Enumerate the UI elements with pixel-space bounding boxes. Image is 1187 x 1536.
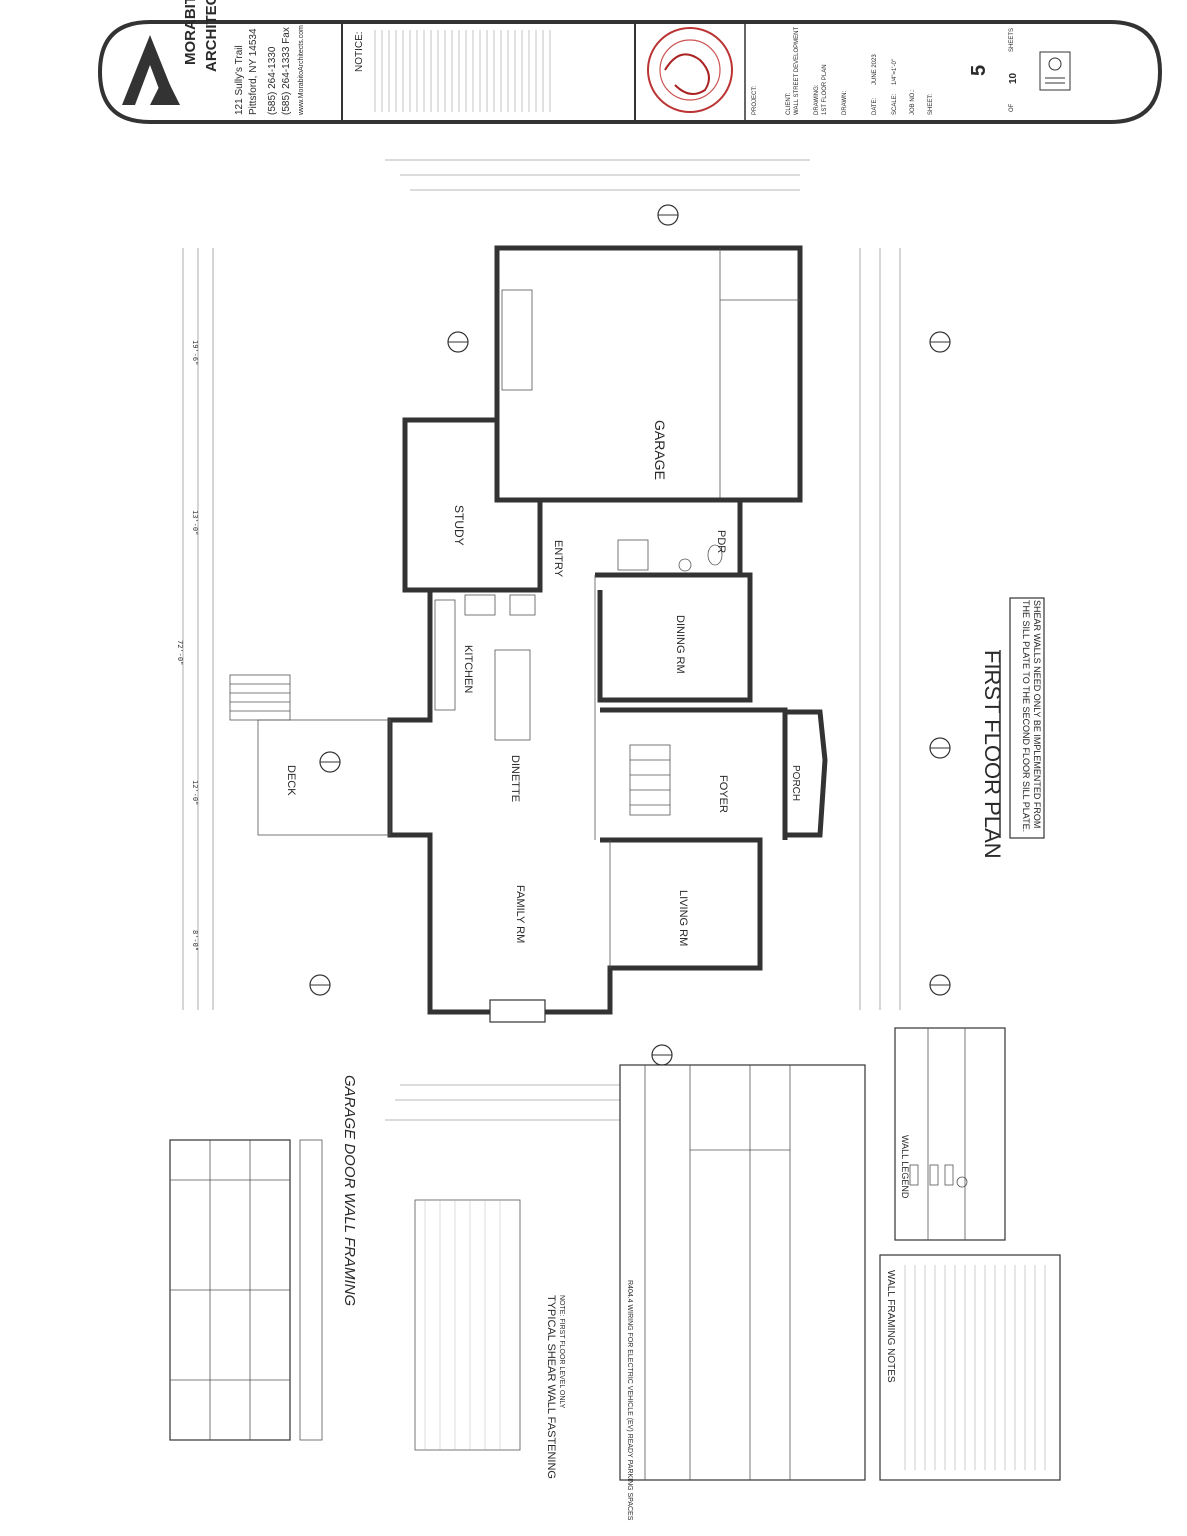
room-label-family: FAMILY RM [514,885,526,943]
garage-walls [494,245,803,503]
sheet-number: 5 [968,65,990,76]
dimension-label: 13'-0" [191,510,199,535]
deck-stairs [229,674,291,721]
room-label-dining: DINING RM [674,615,686,674]
shear-wall-title: TYPICAL SHEAR WALL FASTENING [545,1295,557,1479]
date-value: JUNE 2023 [872,54,878,85]
website-link: www.MorabitoArchitects.com [298,25,305,116]
overall-dimension: 72'-0" [176,640,184,665]
date-label: DATE: [872,97,878,115]
wall-legend-title: WALL LEGEND [900,1135,910,1199]
floor-plan-walls [229,245,828,1023]
room-labels: GARAGE STUDY ENTRY PDR KITCHEN DINING RM… [285,420,801,946]
shear-wall-detail: TYPICAL SHEAR WALL FASTENING NOTE: FIRST… [414,1199,565,1479]
garage-door-framing-detail: GARAGE DOOR WALL FRAMING [169,1075,358,1441]
section-marker-icon [309,974,331,996]
scale-value: 1/4"=1'-0" [892,59,898,85]
notice-heading: NOTICE: [354,31,365,72]
room-label-entry: ENTRY [552,540,564,578]
wall-framing-notes: WALL FRAMING NOTES [879,1254,1061,1481]
deck-outline [257,719,391,836]
ev-table-title: R404.4 WIRING FOR ELECTRIC VEHICLE (EV) … [626,1280,633,1521]
total-sheets: 10 [1008,72,1019,84]
of-label: OF [1009,103,1015,112]
project-label: PROJECT: [752,86,758,115]
section-markers [309,204,951,1066]
section-marker-icon [929,331,951,353]
notice-text-block [374,30,551,112]
wall-legend: WALL LEGEND [894,1027,1006,1241]
section-marker-icon [651,1044,673,1066]
foyer-stair [629,744,671,816]
sink [509,594,536,616]
certification-emblem-icon [1039,51,1071,91]
dimension-label: 8'-0" [191,930,199,951]
architect-seal [647,27,733,113]
room-label-deck: DECK [285,765,297,796]
room-label-pdr: PDR [715,530,727,553]
address-line-2: Pittsford, NY 14534 [248,28,259,115]
phone-number: (585) 264-1330 [267,46,278,115]
fax-number: (585) 264-1333 Fax [281,27,292,115]
kitchen-counter [434,599,456,711]
drawing-label: DRAWING: [814,84,820,115]
drawing-value: 1ST FLOOR PLAN [822,64,828,115]
dimension-lines: 72'-0" 19'-6" 13'-0" 12'-0" 8'-0" [176,159,901,1121]
section-marker-icon [319,751,341,773]
client-value: WALL STREET DEVELOPMENT [794,27,800,115]
garage-stair [501,289,533,391]
dimension-label: 19'-6" [191,340,199,365]
section-marker-icon [657,204,679,226]
firm-name-2: ARCHITECTS [203,0,220,72]
wall-framing-notes-title: WALL FRAMING NOTES [885,1270,896,1383]
ev-wiring-table: R404.4 WIRING FOR ELECTRIC VEHICLE (EV) … [619,1064,866,1521]
room-label-study: STUDY [452,505,466,546]
room-label-dinette: DINETTE [509,755,521,802]
section-marker-icon [929,737,951,759]
range [464,594,496,616]
client-label: CLIENT: [786,92,792,115]
plan-note: SHEAR WALLS NEED ONLY BE IMPLEMENTED FRO… [1021,600,1042,833]
sheets-label: SHEETS [1009,28,1015,52]
plan-title-block: FIRST FLOOR PLAN SHEAR WALLS NEED ONLY B… [980,597,1045,859]
room-label-garage: GARAGE [652,420,668,480]
section-marker-icon [929,974,951,996]
title-block: MORABITO ARCHITECTS 121 Sully's Trail Pi… [97,0,1163,124]
plan-title: FIRST FLOOR PLAN [980,650,1005,859]
room-label-kitchen: KITCHEN [462,645,474,693]
shear-wall-note: NOTE: FIRST FLOOR LEVEL ONLY [558,1295,565,1409]
morabito-logo: MORABITO ARCHITECTS [122,0,220,105]
room-label-foyer: FOYER [717,775,729,813]
address-line-1: 121 Sully's Trail [234,45,245,115]
room-label-porch: PORCH [790,765,801,801]
section-marker-icon [447,331,469,353]
scale-label: SCALE: [892,93,898,115]
job-label: JOB NO.: [910,89,916,115]
sheet-label: SHEET: [928,94,934,115]
kitchen-island [494,649,531,741]
dimension-label: 12'-0" [191,780,199,805]
room-label-living: LIVING RM [677,890,689,946]
drawn-label: DRAWN: [842,91,848,115]
firm-name-1: MORABITO [182,0,199,65]
fireplace [489,999,546,1023]
garage-door-framing-title: GARAGE DOOR WALL FRAMING [341,1075,358,1306]
